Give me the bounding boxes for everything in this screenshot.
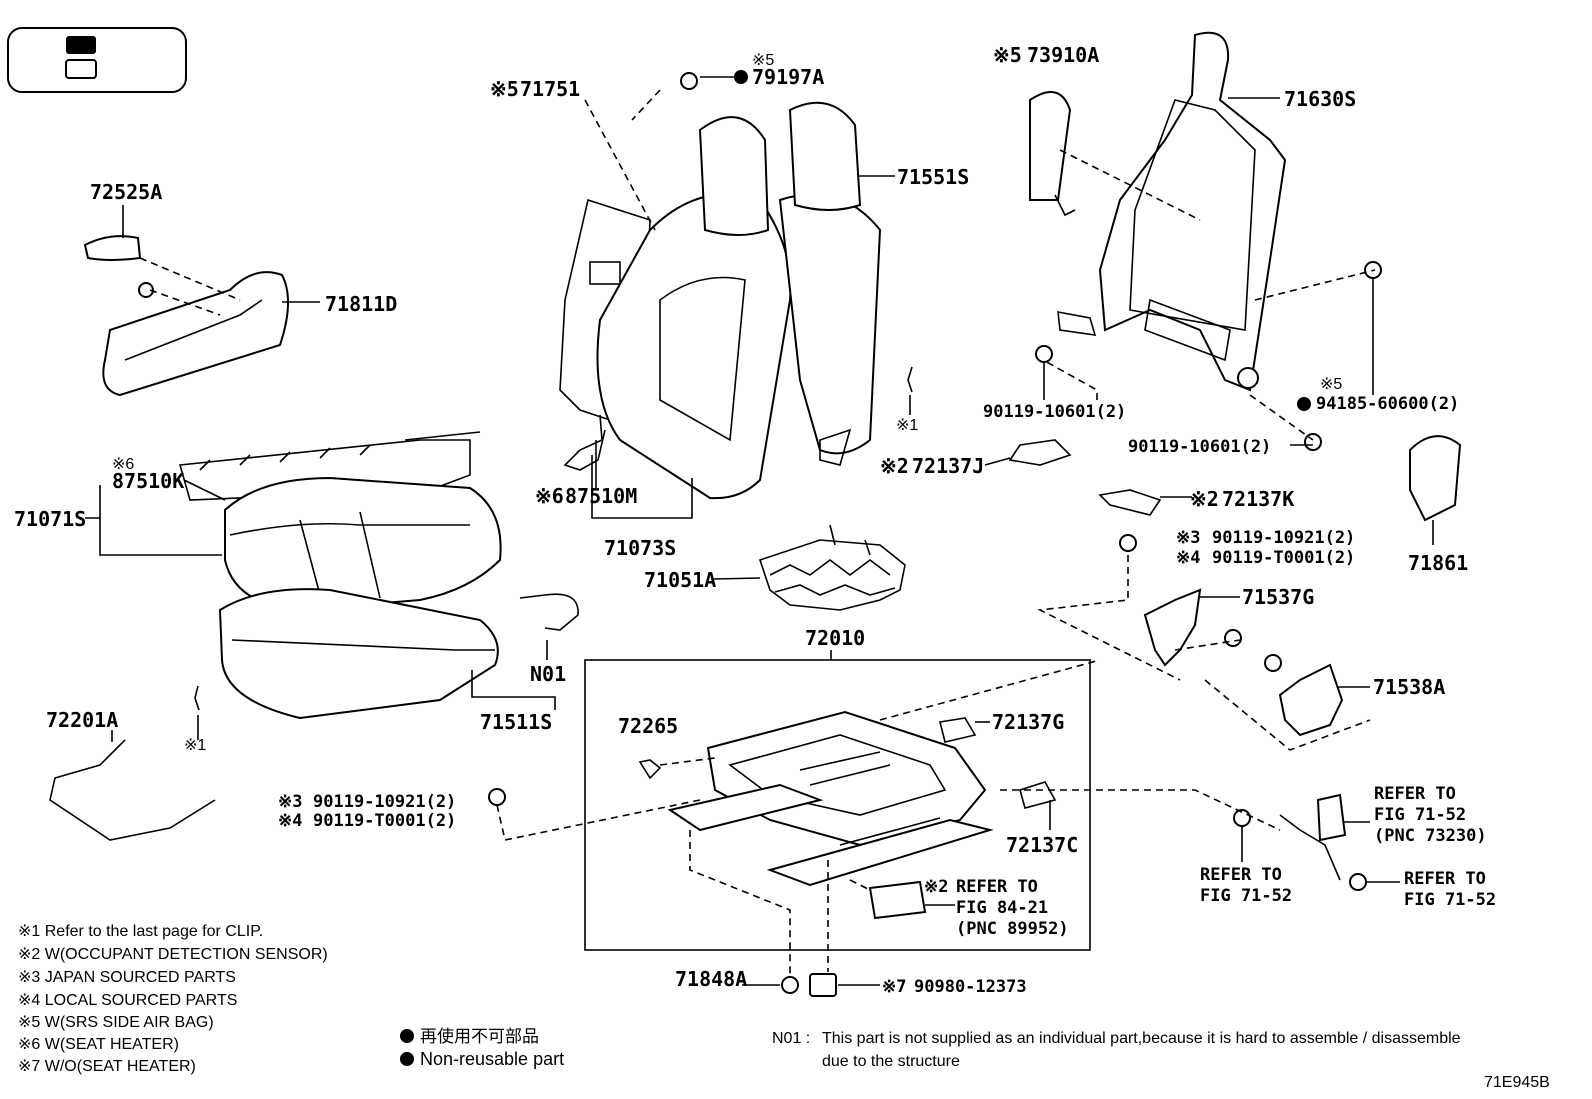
legend-item-7: ※7 W/O(SEAT HEATER) xyxy=(18,1058,196,1075)
part-71751: 71751 xyxy=(520,77,580,101)
part-87510K: 87510K xyxy=(112,469,184,493)
part-90119-T0001-right: 90119-T0001(2) xyxy=(1212,548,1355,568)
note-mark-90119-10921-right: ※3 xyxy=(1176,528,1200,548)
cross-references: REFER TO FIG 71-52 (PNC 73230) REFER TO … xyxy=(924,784,1496,939)
part-labels: ※5 71751 ※5 79197A ※5 73910A 71630S 7252… xyxy=(14,43,1468,997)
n01-note-line1: This part is not supplied as an individu… xyxy=(822,1030,1461,1047)
note-mark-90119-T0001-right: ※4 xyxy=(1176,548,1200,568)
note-mark-72137J: ※2 xyxy=(880,454,909,478)
ref-73230-line2: FIG 71-52 xyxy=(1374,805,1466,825)
bullet-legend-jp: 再使用不可部品 xyxy=(420,1026,539,1047)
n01-note: N01 : This part is not supplied as an in… xyxy=(772,1030,1461,1070)
legend-item-4: ※4 LOCAL SOURCED PARTS xyxy=(18,992,237,1009)
note-mark-71751: ※5 xyxy=(490,77,519,101)
part-72010: 72010 xyxy=(805,626,865,650)
leader-lines xyxy=(85,76,1434,986)
part-71630S: 71630S xyxy=(1284,87,1356,111)
bullet-legend-dot-en xyxy=(400,1052,414,1066)
note-mark-79197A: ※5 xyxy=(752,52,774,69)
ref-mid-line2: FIG 71-52 xyxy=(1200,886,1292,906)
part-71551S: 71551S xyxy=(897,165,969,189)
part-N01: N01 xyxy=(530,662,566,686)
bullet-legend: 再使用不可部品 Non-reusable part xyxy=(400,1026,564,1069)
ref-84-line3: (PNC 89952) xyxy=(956,919,1069,939)
note-mark-90980: ※7 xyxy=(882,977,906,997)
note-mark-73910A: ※5 xyxy=(993,43,1022,67)
part-72137C: 72137C xyxy=(1006,833,1078,857)
fasteners-drawing xyxy=(194,72,1382,997)
part-72137G: 72137G xyxy=(992,710,1064,734)
ref-84-line2: FIG 84-21 xyxy=(956,898,1048,918)
legend-item-5: ※5 W(SRS SIDE AIR BAG) xyxy=(18,1014,214,1031)
part-73910A: 73910A xyxy=(1027,43,1099,67)
ref-84-note-mark: ※2 xyxy=(924,877,948,897)
ref-73230-line1: REFER TO xyxy=(1374,784,1456,804)
part-71071S: 71071S xyxy=(14,507,86,531)
part-72525A: 72525A xyxy=(90,180,162,204)
part-90980-12373: 90980-12373 xyxy=(914,977,1027,997)
note-mark-87510K: ※6 xyxy=(112,456,134,473)
seat-spring-drawing xyxy=(758,524,906,611)
part-71051A: 71051A xyxy=(644,568,716,592)
legend-item-1: ※1 Refer to the last page for CLIP. xyxy=(18,923,263,940)
non-reusable-dot-94185 xyxy=(1297,397,1311,411)
part-90119-10921-left: 90119-10921(2) xyxy=(313,792,456,812)
non-reusable-dot-79197A xyxy=(734,70,748,84)
seat-cushion-drawing xyxy=(178,431,579,720)
legend-item-3: ※3 JAPAN SOURCED PARTS xyxy=(18,969,236,986)
legend-item-6: ※6 W(SEAT HEATER) xyxy=(18,1036,179,1053)
ref-73230-line3: (PNC 73230) xyxy=(1374,826,1487,846)
clip-note-2: ※1 xyxy=(184,737,206,754)
figure-id: 71E945B xyxy=(1484,1074,1550,1091)
clip-note-1: ※1 xyxy=(896,417,918,434)
note-mark-87510M: ※6 xyxy=(535,484,564,508)
armrest-drawing xyxy=(83,235,290,397)
empty-seat-marker xyxy=(65,59,97,79)
part-72137J: 72137J xyxy=(912,454,984,478)
filled-seat-marker xyxy=(66,36,96,54)
bullet-legend-dot-jp xyxy=(400,1029,414,1043)
part-71811D: 71811D xyxy=(325,292,397,316)
n01-note-label: N01 : xyxy=(772,1030,810,1047)
part-94185-60600: 94185-60600(2) xyxy=(1316,394,1459,414)
seat-track-drawing xyxy=(584,659,1091,951)
part-71073S: 71073S xyxy=(604,536,676,560)
ref-right-line1: REFER TO xyxy=(1404,869,1486,889)
part-71537G: 71537G xyxy=(1242,585,1314,609)
part-90119-10921-right: 90119-10921(2) xyxy=(1212,528,1355,548)
part-90119-10601-lower: 90119-10601(2) xyxy=(1128,437,1271,457)
part-79197A: 79197A xyxy=(752,65,824,89)
part-90119-T0001-left: 90119-T0001(2) xyxy=(313,811,456,831)
part-71861: 71861 xyxy=(1408,551,1468,575)
part-72201A: 72201A xyxy=(46,708,118,732)
seatback-cover-drawing xyxy=(559,101,882,500)
n01-note-line2: due to the structure xyxy=(822,1053,960,1070)
footnote-legend: ※1 Refer to the last page for CLIP. ※2 W… xyxy=(18,923,328,1075)
ref-84-line1: REFER TO xyxy=(956,877,1038,897)
note-mark-90119-10921-left: ※3 xyxy=(278,792,302,812)
bullet-legend-en: Non-reusable part xyxy=(420,1049,564,1069)
ref-mid-line1: REFER TO xyxy=(1200,865,1282,885)
legend-item-2: ※2 W(OCCUPANT DETECTION SENSOR) xyxy=(18,946,328,963)
side-covers-drawing xyxy=(1008,435,1462,737)
ref-right-line2: FIG 71-52 xyxy=(1404,890,1496,910)
part-71848A: 71848A xyxy=(675,967,747,991)
assembly-72010-frame xyxy=(584,659,1091,951)
part-87510M: 87510M xyxy=(565,484,637,508)
part-72137K: 72137K xyxy=(1222,487,1294,511)
part-71511S: 71511S xyxy=(480,710,552,734)
seat-position-indicator xyxy=(7,27,187,93)
note-mark-94185: ※5 xyxy=(1320,376,1342,393)
part-90119-10601-upper: 90119-10601(2) xyxy=(983,402,1126,422)
wire-72201A-drawing xyxy=(49,739,216,841)
part-72265: 72265 xyxy=(618,714,678,738)
note-mark-72137K: ※2 xyxy=(1190,487,1219,511)
note-mark-90119-T0001-left: ※4 xyxy=(278,811,302,831)
part-71538A: 71538A xyxy=(1373,675,1445,699)
seatback-frame-drawing xyxy=(1029,31,1287,392)
